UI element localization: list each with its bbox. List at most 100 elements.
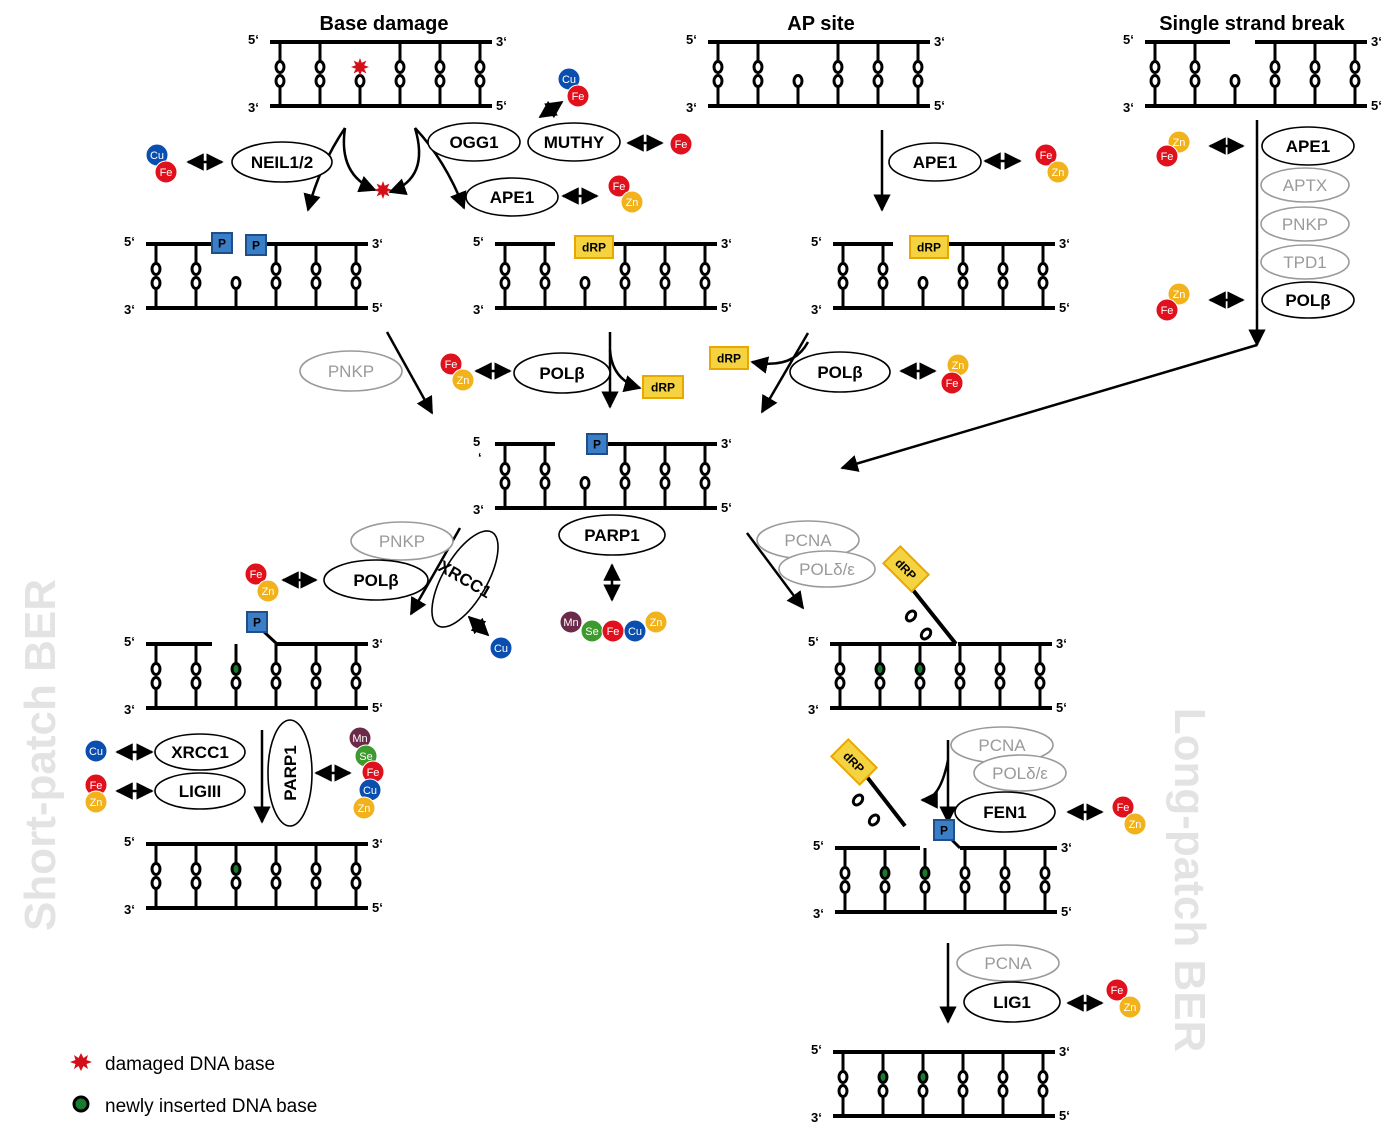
fe-ion-icon: Fe: [1105, 978, 1129, 1002]
fe-ion-label: Fe: [572, 91, 585, 103]
strand-end-label: 5‘: [124, 234, 135, 249]
pcna-enzyme-1: PCNA: [756, 520, 860, 560]
strand-end-label: 5‘: [1059, 300, 1070, 315]
ape1-enzyme-base-label: APE1: [490, 188, 534, 207]
cu-ion-label: Cu: [628, 626, 642, 638]
base-upper: [957, 1070, 969, 1084]
strand-end-label: 3‘: [1056, 636, 1067, 651]
base-lower: [350, 276, 362, 290]
base-upper: [834, 662, 846, 676]
base-lower: [310, 276, 322, 290]
zn-ion-circle: [1118, 995, 1142, 1019]
polb-enzyme-ssb-outline: [1261, 281, 1355, 319]
zn-ion-icon: Zn: [644, 610, 668, 634]
dna-base-damage: 5‘3‘3‘5‘: [248, 32, 507, 115]
base-upper: [270, 262, 282, 276]
neil12-enzyme-label: NEIL1/2: [251, 153, 313, 172]
strand-end-label: 5‘: [248, 32, 259, 47]
zn-ion-icon: Zn: [84, 790, 108, 814]
fen1-enzyme-outline: [954, 791, 1056, 833]
phosphate-box: P: [211, 232, 233, 254]
polb-ap-arrow: [760, 332, 810, 414]
mn-ion-circle: [559, 610, 583, 634]
ogg1-enzyme-label: OGG1: [449, 133, 498, 152]
ogg1-release-arrow: [388, 127, 421, 196]
xrcc1-enzyme-short-outline: [154, 733, 246, 771]
cu-ion-icon: Cu: [623, 619, 647, 643]
parp1-enzyme-center: PARP1: [558, 514, 666, 556]
base-upper: [350, 862, 362, 876]
base-lower: [957, 1084, 969, 1098]
base-upper: [957, 262, 969, 276]
base-lower: [752, 74, 764, 88]
base-lower: [539, 476, 551, 490]
fe-ion-circle: [1155, 144, 1179, 168]
double-arrow: [538, 100, 564, 119]
phosphate-box: P: [245, 234, 267, 256]
base-lower: [354, 74, 366, 88]
lig1-enzyme: LIG1: [963, 981, 1061, 1023]
zn-ion-icon: Zn: [1123, 812, 1147, 836]
fe-ion-label: Fe: [1161, 151, 1174, 163]
zn-ion-icon: Zn: [620, 190, 644, 214]
zn-ion-label: Zn: [1173, 137, 1186, 149]
strand-end-label: 5‘: [124, 634, 135, 649]
ligiii-enzyme-outline: [154, 772, 246, 810]
pnkp-enzyme-short-label: PNKP: [379, 532, 425, 551]
strand-end-label: 5: [473, 434, 480, 449]
base-upper: [230, 862, 242, 876]
base-upper: [474, 60, 486, 74]
base-upper: [997, 1070, 1009, 1084]
drp-box-rect: [881, 544, 931, 594]
polb-enzyme-mid-label: POLβ: [539, 364, 584, 383]
tpd1-enzyme-label: TPD1: [1283, 253, 1326, 272]
strand-end-label: 5‘: [1371, 98, 1382, 113]
aptx-enzyme-label: APTX: [1283, 176, 1327, 195]
base-lower: [350, 676, 362, 690]
se-ion-icon: Se: [580, 619, 604, 643]
base-lower: [230, 276, 242, 290]
strand-end-label: 3‘: [372, 636, 383, 651]
polb-enzyme-mid-outline: [513, 352, 611, 394]
fe-ion-circle: [154, 160, 178, 184]
base-lower: [1149, 74, 1161, 88]
fe-ion-circle: [1111, 795, 1135, 819]
cu-ion-circle: [489, 636, 513, 660]
base-upper: [499, 462, 511, 476]
base-upper: [310, 662, 322, 676]
phosphate-box-rect: [933, 819, 955, 841]
base-lower: [579, 476, 591, 490]
fe-ion-label: Fe: [1040, 150, 1053, 162]
pnkp-enzyme-short: PNKP: [350, 521, 454, 561]
strand-end-label: 3‘: [934, 34, 945, 49]
drp-box-rect: [642, 375, 684, 399]
fe-ion-label: Fe: [160, 167, 173, 179]
zn-ion-circle: [256, 579, 280, 603]
strand-end-label: 5‘: [811, 1042, 822, 1057]
base-upper: [619, 462, 631, 476]
strand-end-label: 5‘: [1123, 32, 1134, 47]
dna-ogg1-product: 5‘3‘3‘5‘: [473, 234, 732, 317]
phosphate-box-rect: [246, 611, 268, 633]
strand-end-label: 3‘: [372, 836, 383, 851]
fe-ion-icon: Fe: [669, 132, 693, 156]
pnkp-enzyme-left-outline: [299, 350, 403, 392]
polb-enzyme-short: POLβ: [323, 559, 429, 601]
phosphate-box: P: [586, 433, 608, 455]
pnkp-enzyme-ssb: PNKP: [1260, 206, 1350, 242]
dna-long-patch-ligated: 5‘3‘3‘5‘: [811, 1042, 1070, 1125]
strand-end-label: 5‘: [811, 234, 822, 249]
base-lower: [190, 876, 202, 890]
fe-ion-circle: [244, 562, 268, 586]
pold-enzyme-2: POLδ/ε: [973, 754, 1067, 792]
strand-end-label: 5‘: [1059, 1108, 1070, 1123]
cu-ion-icon: Cu: [489, 636, 513, 660]
cu-ion-label: Cu: [150, 150, 164, 162]
polb-enzyme-ap-label: POLβ: [817, 363, 862, 382]
lig1-enzyme-outline: [963, 981, 1061, 1023]
se-ion-label: Se: [585, 626, 598, 638]
base-lower: [230, 876, 242, 890]
fe-ion-circle: [669, 132, 693, 156]
base-lower: [994, 676, 1006, 690]
dna-long-patch-flap: 5‘3‘3‘5‘: [808, 634, 1067, 717]
